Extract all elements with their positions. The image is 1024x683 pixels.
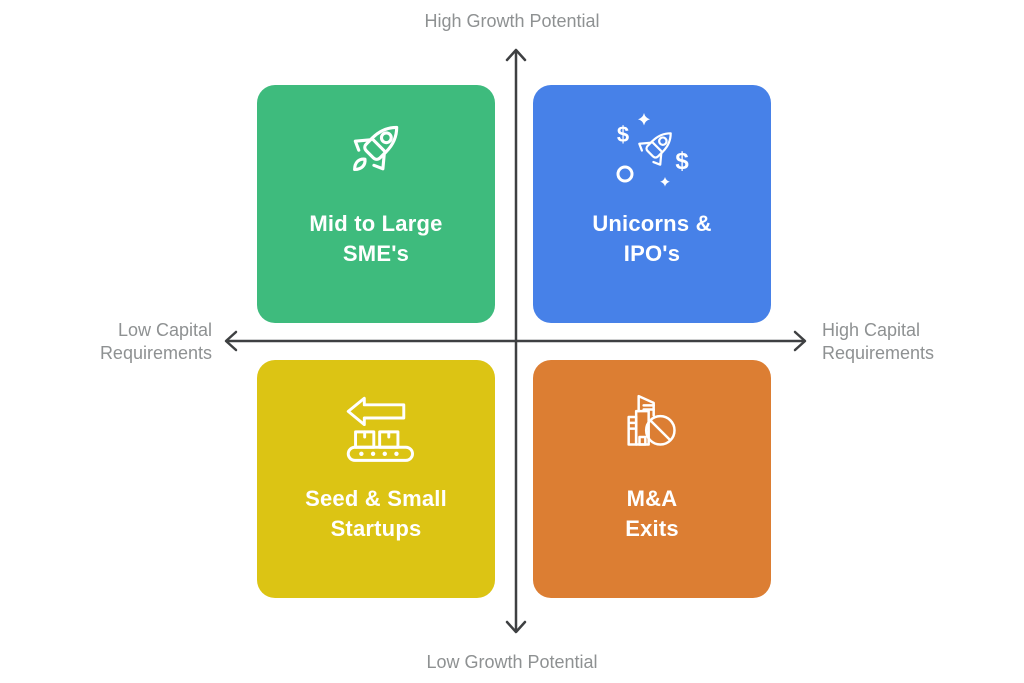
quadrant-title-line: Startups xyxy=(330,516,422,541)
rocket-band xyxy=(370,136,388,154)
axis-label-high-growth: High Growth Potential xyxy=(424,11,600,31)
roller xyxy=(394,451,399,456)
axis-label-line: Low Capital xyxy=(117,320,212,340)
quadrant-card-mid-to-large-smes: Mid to Large SME's xyxy=(257,85,495,323)
icon-box xyxy=(337,110,415,194)
rocket-window xyxy=(379,131,393,145)
left-arrowhead xyxy=(224,330,238,352)
quadrant-title-line: SME's xyxy=(342,241,410,266)
building-group xyxy=(627,394,676,446)
axis-label-line: Requirements xyxy=(822,343,935,363)
right-arrowhead xyxy=(793,330,807,352)
axis-label-line: Requirements xyxy=(99,343,212,363)
building-door xyxy=(638,435,647,446)
quadrant-title-line: M&A xyxy=(626,486,678,511)
rocket-dollars-icon: $ $ xyxy=(616,113,689,187)
rocket-icon xyxy=(353,125,399,172)
quadrant-title-line: IPO's xyxy=(623,241,681,266)
quadrant-card-ma-exits: M&A Exits xyxy=(533,360,771,598)
icon-box: $ $ xyxy=(608,110,696,194)
quadrant-title-line: Seed & Small xyxy=(305,486,447,511)
rocket-flame xyxy=(353,157,367,172)
conveyor-belt-icon xyxy=(346,396,414,462)
rocket-group xyxy=(638,132,672,166)
left-arrow-icon xyxy=(346,396,406,426)
rocket-body xyxy=(363,125,399,161)
axis-label-low-capital: Low Capital Requirements xyxy=(40,319,212,365)
dollar-sign-right: $ xyxy=(675,148,689,175)
axis-label-line: High Capital xyxy=(822,320,921,340)
quadrant-title: M&A Exits xyxy=(625,484,679,544)
rocket-body xyxy=(645,132,672,159)
sparkle-top-icon xyxy=(638,113,650,126)
building-merger-blocked-icon xyxy=(627,394,676,446)
rocket-fin-right xyxy=(372,152,386,171)
sparkle-bottom-icon xyxy=(660,177,670,187)
up-arrowhead xyxy=(505,48,527,62)
quadrant-card-unicorns-ipos: $ $ Unicorns & IPO's xyxy=(533,85,771,323)
belt xyxy=(346,445,414,462)
down-arrowhead xyxy=(505,620,527,634)
roller xyxy=(382,451,387,456)
exhaust-ring xyxy=(616,165,634,183)
belt-rollers xyxy=(359,451,399,456)
quadrant-card-seed-small-startups: Seed & Small Startups xyxy=(257,360,495,598)
rocket-band xyxy=(650,140,664,154)
prohibition-circle xyxy=(644,414,676,446)
quadrant-title-line: Exits xyxy=(625,516,679,541)
quadrant-title: Mid to Large SME's xyxy=(309,209,442,269)
quadrant-title-line: Mid to Large xyxy=(309,211,443,236)
rocket-fin-left xyxy=(638,141,652,152)
quadrant-title: Unicorns & IPO's xyxy=(592,209,711,269)
rocket-fin-left xyxy=(353,138,373,152)
icon-box xyxy=(617,385,687,469)
quadrant-title: Seed & Small Startups xyxy=(305,484,447,544)
dollar-signs: $ $ xyxy=(617,122,689,175)
roller xyxy=(370,451,376,456)
sparkles xyxy=(638,113,670,187)
rocket-window xyxy=(658,136,668,146)
prohibition-slash xyxy=(649,419,672,442)
icon-box xyxy=(338,385,414,469)
dollar-sign-left: $ xyxy=(617,122,629,147)
rocket-group xyxy=(353,125,399,172)
roller xyxy=(359,451,364,456)
axis-label-high-capital: High Capital Requirements xyxy=(822,319,1012,365)
conveyor-group xyxy=(346,396,414,462)
rocket-fin-right xyxy=(652,152,663,166)
axis-label-low-growth: Low Growth Potential xyxy=(426,652,598,672)
quadrant-title-line: Unicorns & xyxy=(592,211,712,236)
